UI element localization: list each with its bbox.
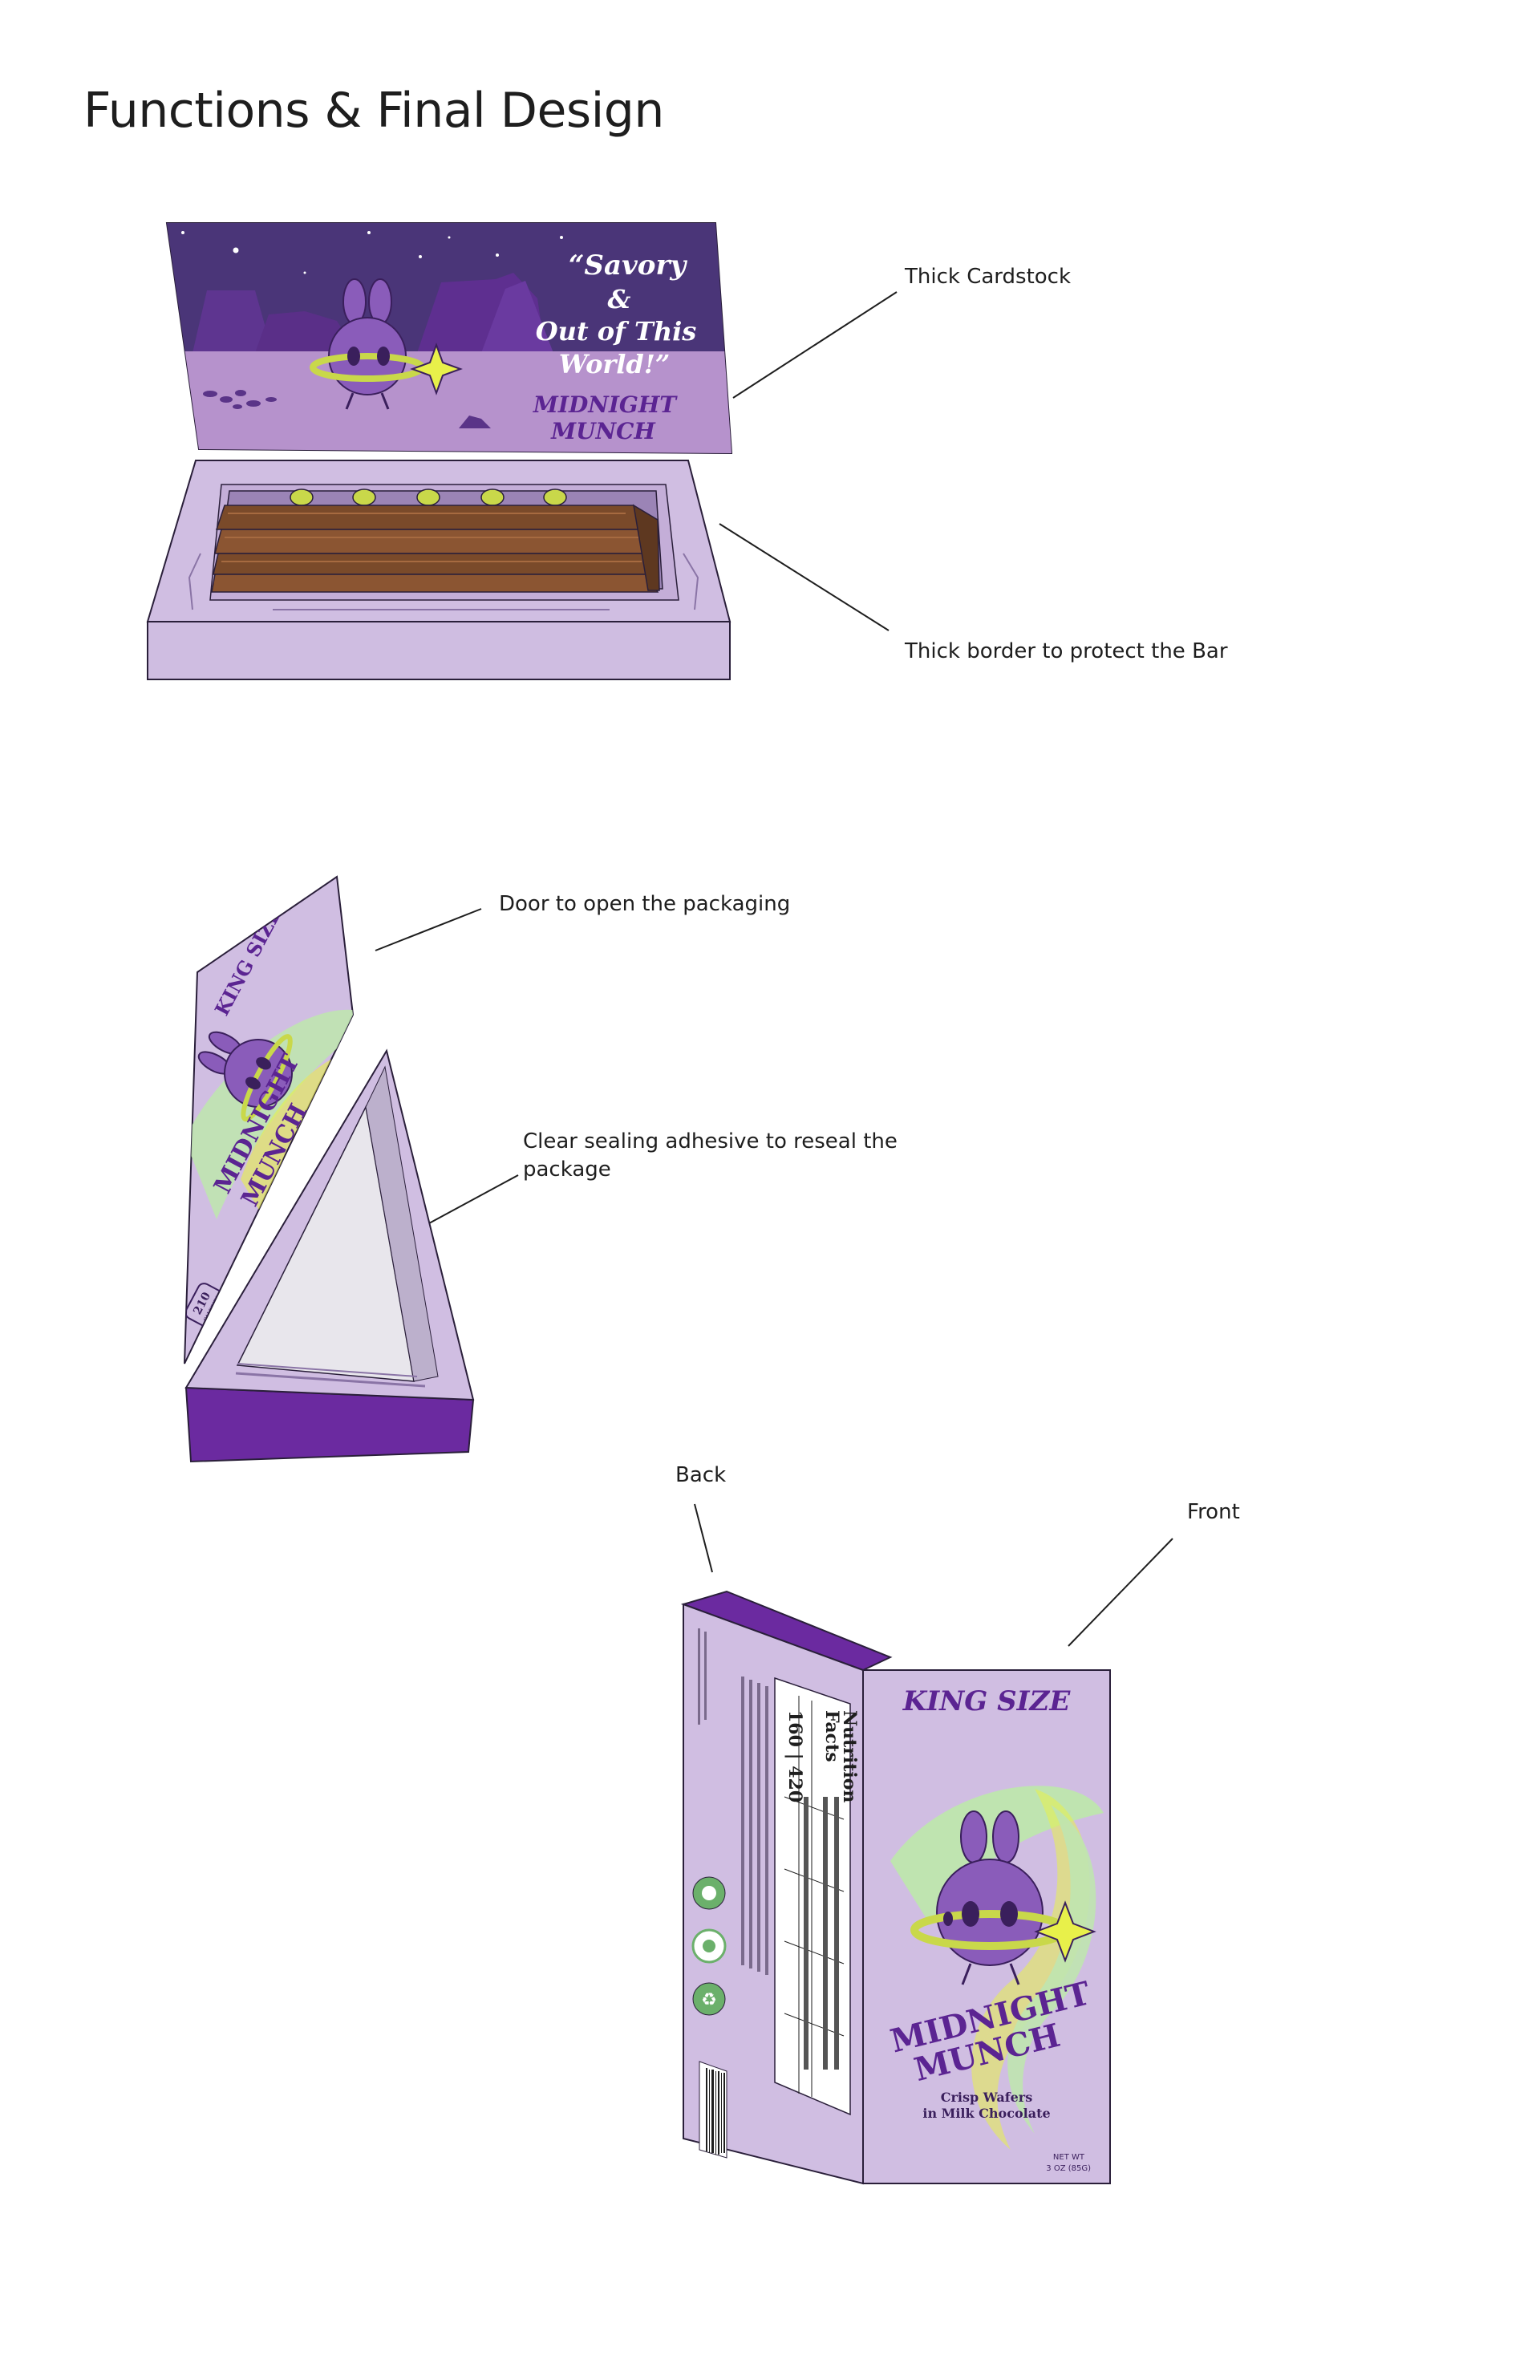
leader-back: [694, 1503, 713, 1573]
lid-slogan-line4: World!”: [559, 349, 671, 379]
front-net-weight-line1: NET WT: [1053, 2153, 1085, 2162]
front-mascot: [910, 1810, 1096, 1985]
barcode-icon: [699, 2061, 727, 2159]
leader-adhesive: [428, 1174, 519, 1224]
leader-thick-cardstock: [732, 291, 898, 399]
lid-mascot: [310, 278, 463, 410]
lid-slogan-line3: Out of This: [536, 316, 697, 347]
leader-lines: [375, 291, 1173, 1647]
open-box-illustration: “Savory & Out of This World!” MIDNIGHT M…: [146, 222, 733, 680]
page-title: Functions & Final Design: [83, 83, 664, 139]
lid-brand-line2: MUNCH: [550, 418, 656, 444]
ingredients-text: [698, 1628, 768, 1975]
callout-thick-border: Thick border to protect the Bar: [905, 639, 1228, 663]
chocolate-bar: [211, 504, 660, 593]
svg-text:♻: ♻: [701, 1990, 717, 2010]
back-panel: Nutrition Facts 160 | 420: [683, 1603, 864, 2185]
front-size-label: KING SIZE: [902, 1685, 1072, 1717]
callout-adhesive: Clear sealing adhesive to reseal the pac…: [523, 1129, 898, 1182]
door-open-illustration: KING SIZE MIDNIGHT MUNCH Crisp Wafers in…: [184, 875, 475, 1463]
leader-front: [1068, 1538, 1173, 1647]
callout-door: Door to open the packaging: [499, 892, 791, 916]
leader-thick-border: [719, 523, 890, 631]
lid-slogan-line2: &: [608, 284, 631, 314]
nutrition-title-line2: Facts: [821, 1710, 842, 1762]
lid-slogan-line1: “Savory: [569, 249, 687, 282]
callout-thick-cardstock: Thick Cardstock: [905, 265, 1072, 289]
front-panel: KING SIZE MIDNIGHT MUNCH Crisp Wafers in…: [862, 1669, 1111, 2184]
callout-back: Back: [675, 1463, 727, 1487]
nutrition-title-line1: Nutrition: [839, 1710, 860, 1802]
lid-brand-line1: MIDNIGHT: [533, 391, 678, 418]
front-back-illustration: Nutrition Facts 160 | 420: [680, 1590, 1111, 2185]
recycle-badge-icon: [692, 1982, 726, 2016]
eco-badges: ♻: [691, 1876, 727, 2016]
lid-panel: “Savory & Out of This World!” MIDNIGHT M…: [165, 222, 733, 455]
nutrition-calories: 160 | 420: [784, 1710, 805, 1802]
front-tagline-line1: Crisp Wafers: [941, 2090, 1032, 2105]
leader-door: [375, 908, 482, 951]
front-net-weight-line2: 3 OZ (85G): [1046, 2164, 1091, 2173]
nutrition-facts-panel: Nutrition Facts 160 | 420: [774, 1677, 860, 2116]
callout-front: Front: [1187, 1500, 1240, 1524]
front-tagline-line2: in Milk Chocolate: [922, 2106, 1050, 2121]
tray-bumps: [290, 489, 567, 506]
